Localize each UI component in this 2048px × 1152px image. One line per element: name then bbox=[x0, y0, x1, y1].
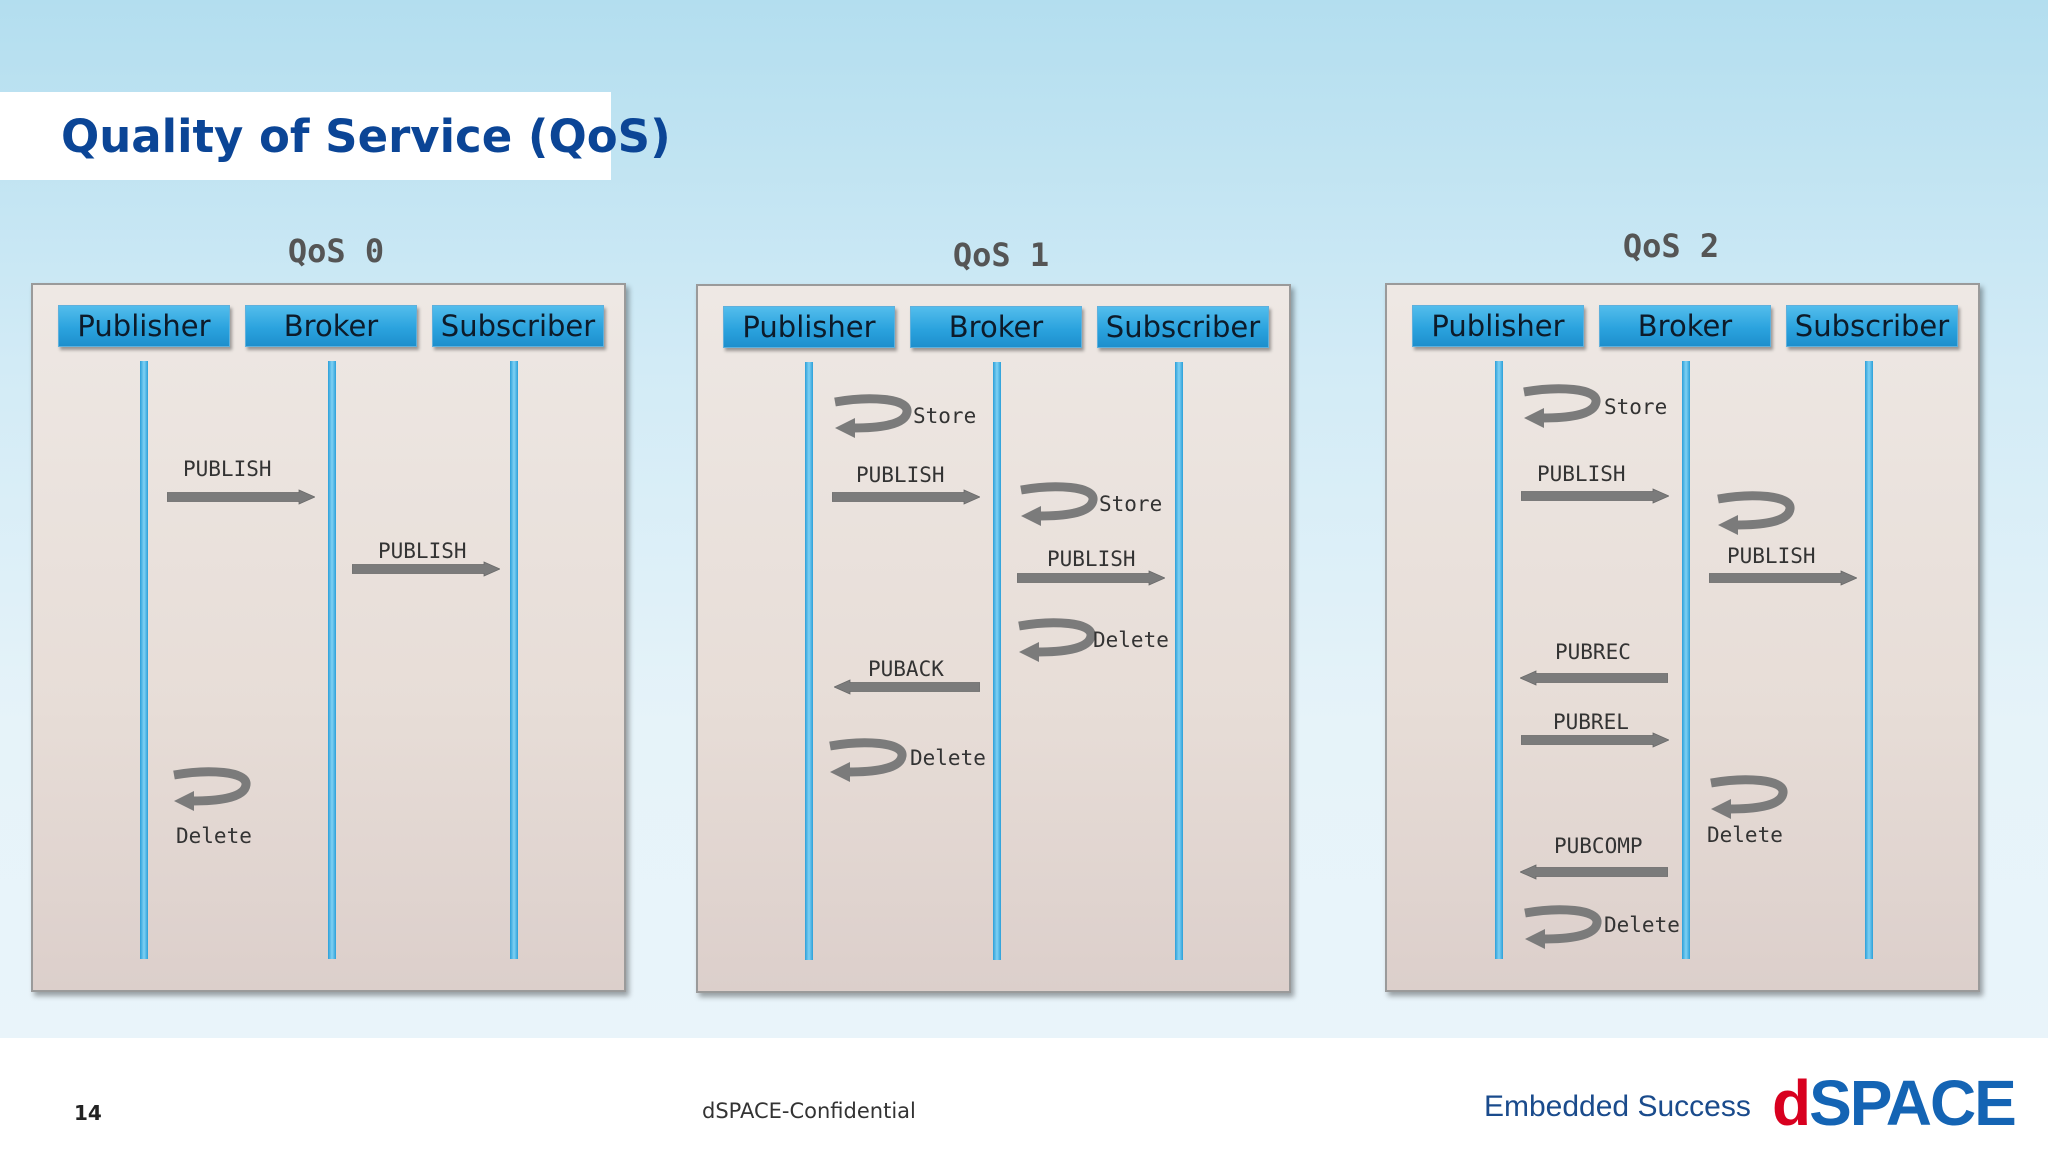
company-slogan: Embedded Success bbox=[1484, 1090, 1751, 1123]
message-arrow-left bbox=[1520, 864, 1668, 880]
self-action-arrow bbox=[1717, 491, 1795, 535]
self-action-arrow bbox=[1020, 482, 1098, 526]
message-arrow-shape bbox=[352, 561, 500, 577]
lifeline-publisher bbox=[1495, 361, 1503, 959]
self-arrow-head bbox=[1021, 506, 1041, 526]
diagram-title-qos1: QoS 1 bbox=[952, 236, 1050, 274]
message-arrow-shape bbox=[834, 679, 980, 695]
self-action-arrow bbox=[1524, 905, 1602, 949]
message-arrow-shape bbox=[1520, 670, 1668, 686]
message-arrow-shape bbox=[832, 489, 980, 505]
lifeline-broker bbox=[1682, 361, 1690, 959]
slide-background: Quality of Service (QoS) QoS 0 Publisher… bbox=[0, 0, 2048, 1038]
self-action-arrow bbox=[1018, 618, 1096, 662]
actor-subscriber: Subscriber bbox=[432, 305, 604, 347]
self-action-label: Delete bbox=[1093, 628, 1169, 652]
self-arrow-head bbox=[1524, 408, 1544, 428]
message-arrow-left bbox=[834, 679, 980, 695]
self-arrow-curve bbox=[1717, 491, 1795, 530]
message-arrow-shape bbox=[1521, 488, 1669, 504]
message-arrow-right bbox=[1709, 570, 1857, 586]
title-box bbox=[0, 92, 611, 180]
slide-title: Quality of Service (QoS) bbox=[61, 110, 671, 163]
self-action-arrow bbox=[834, 394, 912, 438]
self-action-label: Delete bbox=[1604, 913, 1680, 937]
message-label: PUBLISH bbox=[1537, 462, 1626, 486]
lifeline-publisher bbox=[805, 362, 813, 960]
actor-broker: Broker bbox=[245, 305, 417, 347]
self-arrow-curve bbox=[1524, 905, 1602, 944]
page-number: 14 bbox=[74, 1101, 102, 1125]
self-action-label: Store bbox=[913, 404, 977, 428]
actor-broker: Broker bbox=[910, 306, 1082, 348]
lifeline-broker bbox=[993, 362, 1001, 960]
message-label: PUBLISH bbox=[1727, 544, 1816, 568]
lifeline-publisher bbox=[140, 361, 148, 959]
lifeline-subscriber bbox=[510, 361, 518, 959]
actor-subscriber: Subscriber bbox=[1786, 305, 1958, 347]
diagram-title-qos2: QoS 2 bbox=[1622, 227, 1720, 265]
actor-broker: Broker bbox=[1599, 305, 1771, 347]
self-arrow-curve bbox=[173, 767, 251, 806]
self-arrow-curve bbox=[1018, 618, 1096, 657]
self-action-label: Store bbox=[1604, 395, 1668, 419]
self-arrow-curve bbox=[829, 738, 907, 777]
message-arrow-right bbox=[167, 489, 315, 505]
self-action-arrow bbox=[173, 767, 251, 811]
message-arrow-right bbox=[1017, 570, 1165, 586]
message-label: PUBACK bbox=[868, 657, 944, 681]
self-arrow-curve bbox=[1523, 384, 1601, 423]
diagram-title-qos0: QoS 0 bbox=[287, 232, 385, 270]
actor-publisher: Publisher bbox=[1412, 305, 1584, 347]
message-label: PUBLISH bbox=[378, 539, 467, 563]
message-arrow-right bbox=[1521, 732, 1669, 748]
message-arrow-right bbox=[832, 489, 980, 505]
confidential-note: dSPACE-Confidential bbox=[702, 1099, 916, 1123]
self-arrow-curve bbox=[1710, 775, 1788, 814]
self-action-arrow bbox=[1710, 775, 1788, 819]
message-arrow-left bbox=[1520, 670, 1668, 686]
message-arrow-shape bbox=[1521, 732, 1669, 748]
message-arrow-shape bbox=[1520, 864, 1668, 880]
self-action-label: Delete bbox=[176, 824, 252, 848]
message-arrow-shape bbox=[167, 489, 315, 505]
message-arrow-shape bbox=[1709, 570, 1857, 586]
self-arrow-curve bbox=[1020, 482, 1098, 521]
lifeline-broker bbox=[328, 361, 336, 959]
message-arrow-right bbox=[352, 561, 500, 577]
message-label: PUBLISH bbox=[856, 463, 945, 487]
diagram-panel-qos2: Publisher Broker Subscriber Store PUBLIS… bbox=[1385, 283, 1980, 992]
message-label: PUBLISH bbox=[1047, 547, 1136, 571]
diagram-panel-qos1: Publisher Broker Subscriber Store PUBLIS… bbox=[696, 284, 1291, 993]
self-arrow-curve bbox=[834, 394, 912, 433]
self-action-arrow bbox=[829, 738, 907, 782]
dspace-logo: dSPACE bbox=[1772, 1067, 2017, 1139]
self-action-arrow bbox=[1523, 384, 1601, 428]
self-arrow-head bbox=[1711, 799, 1731, 819]
message-label: PUBLISH bbox=[183, 457, 272, 481]
self-action-label: Store bbox=[1099, 492, 1163, 516]
message-label: PUBCOMP bbox=[1554, 834, 1643, 858]
actor-publisher: Publisher bbox=[58, 305, 230, 347]
message-label: PUBREL bbox=[1553, 710, 1629, 734]
self-arrow-head bbox=[835, 418, 855, 438]
diagram-panel-qos0: Publisher Broker Subscriber PUBLISH PUBL… bbox=[31, 283, 626, 992]
lifeline-subscriber bbox=[1865, 361, 1873, 959]
self-action-label: Delete bbox=[910, 746, 986, 770]
self-arrow-head bbox=[830, 762, 850, 782]
self-arrow-head bbox=[1718, 515, 1738, 535]
self-arrow-head bbox=[174, 791, 194, 811]
actor-subscriber: Subscriber bbox=[1097, 306, 1269, 348]
self-action-label: Delete bbox=[1707, 823, 1783, 847]
message-arrow-shape bbox=[1017, 570, 1165, 586]
message-label: PUBREC bbox=[1555, 640, 1631, 664]
self-arrow-head bbox=[1525, 929, 1545, 949]
message-arrow-right bbox=[1521, 488, 1669, 504]
actor-publisher: Publisher bbox=[723, 306, 895, 348]
lifeline-subscriber bbox=[1175, 362, 1183, 960]
self-arrow-head bbox=[1019, 642, 1039, 662]
